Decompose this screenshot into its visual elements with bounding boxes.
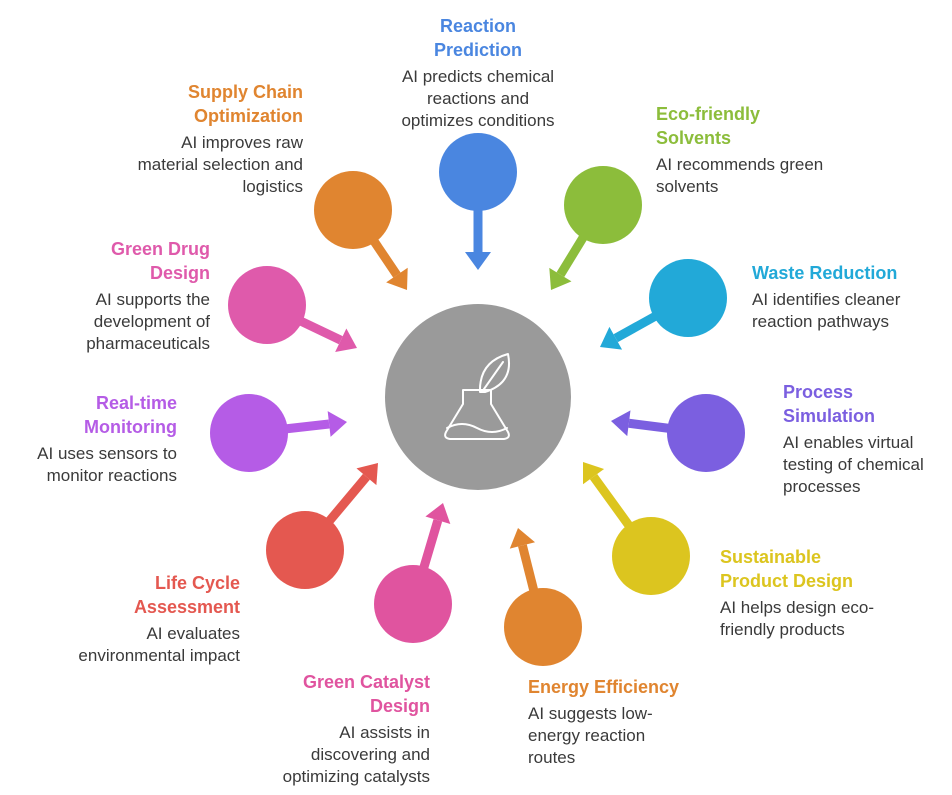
arrow-head-sustainable-product-design [583,462,605,485]
node-circle-green-catalyst-design [374,565,452,643]
spoke-reaction-prediction [439,133,517,270]
node-circle-process-simulation [667,394,745,472]
center-hub [385,304,571,490]
node-circle-energy-efficiency [504,588,582,666]
arrow-head-green-drug-design [335,328,357,352]
spoke-real-time-monitoring [210,394,347,472]
arrow-head-life-cycle-assessment [356,463,378,486]
flask-leaf-icon [444,353,510,440]
node-circle-sustainable-product-design [612,517,690,595]
desc-sustainable-product-design: AI helps design eco-friendly products [720,598,875,639]
node-circle-green-drug-design [228,266,306,344]
spoke-energy-efficiency [504,528,582,666]
node-circle-supply-chain-optimization [314,171,392,249]
arrow-head-reaction-prediction [465,252,491,270]
arrow-head-eco-friendly-solvents [549,267,572,290]
arrow-head-supply-chain-optimization [386,267,408,290]
arrow-head-waste-reduction [600,326,623,350]
spoke-process-simulation [611,394,745,472]
node-circle-waste-reduction [649,259,727,337]
spoke-eco-friendly-solvents [549,166,642,290]
title-energy-efficiency: Energy Efficiency [528,677,680,697]
node-circle-reaction-prediction [439,133,517,211]
node-circle-real-time-monitoring [210,394,288,472]
arrow-head-process-simulation [611,410,631,437]
arrow-head-real-time-monitoring [327,411,347,437]
node-circle-eco-friendly-solvents [564,166,642,244]
spoke-waste-reduction [600,259,727,350]
arrow-head-green-catalyst-design [425,503,451,524]
spoke-green-drug-design [228,266,357,352]
spoke-life-cycle-assessment [266,463,378,589]
arrow-head-energy-efficiency [509,528,536,549]
spoke-supply-chain-optimization [314,171,408,290]
spoke-green-catalyst-design [374,503,452,643]
node-circle-life-cycle-assessment [266,511,344,589]
spoke-sustainable-product-design [583,462,690,595]
label-energy-efficiency: Energy Efficiency AI suggests low-energy … [528,675,748,769]
title-waste-reduction: Waste Reduction [752,263,898,283]
